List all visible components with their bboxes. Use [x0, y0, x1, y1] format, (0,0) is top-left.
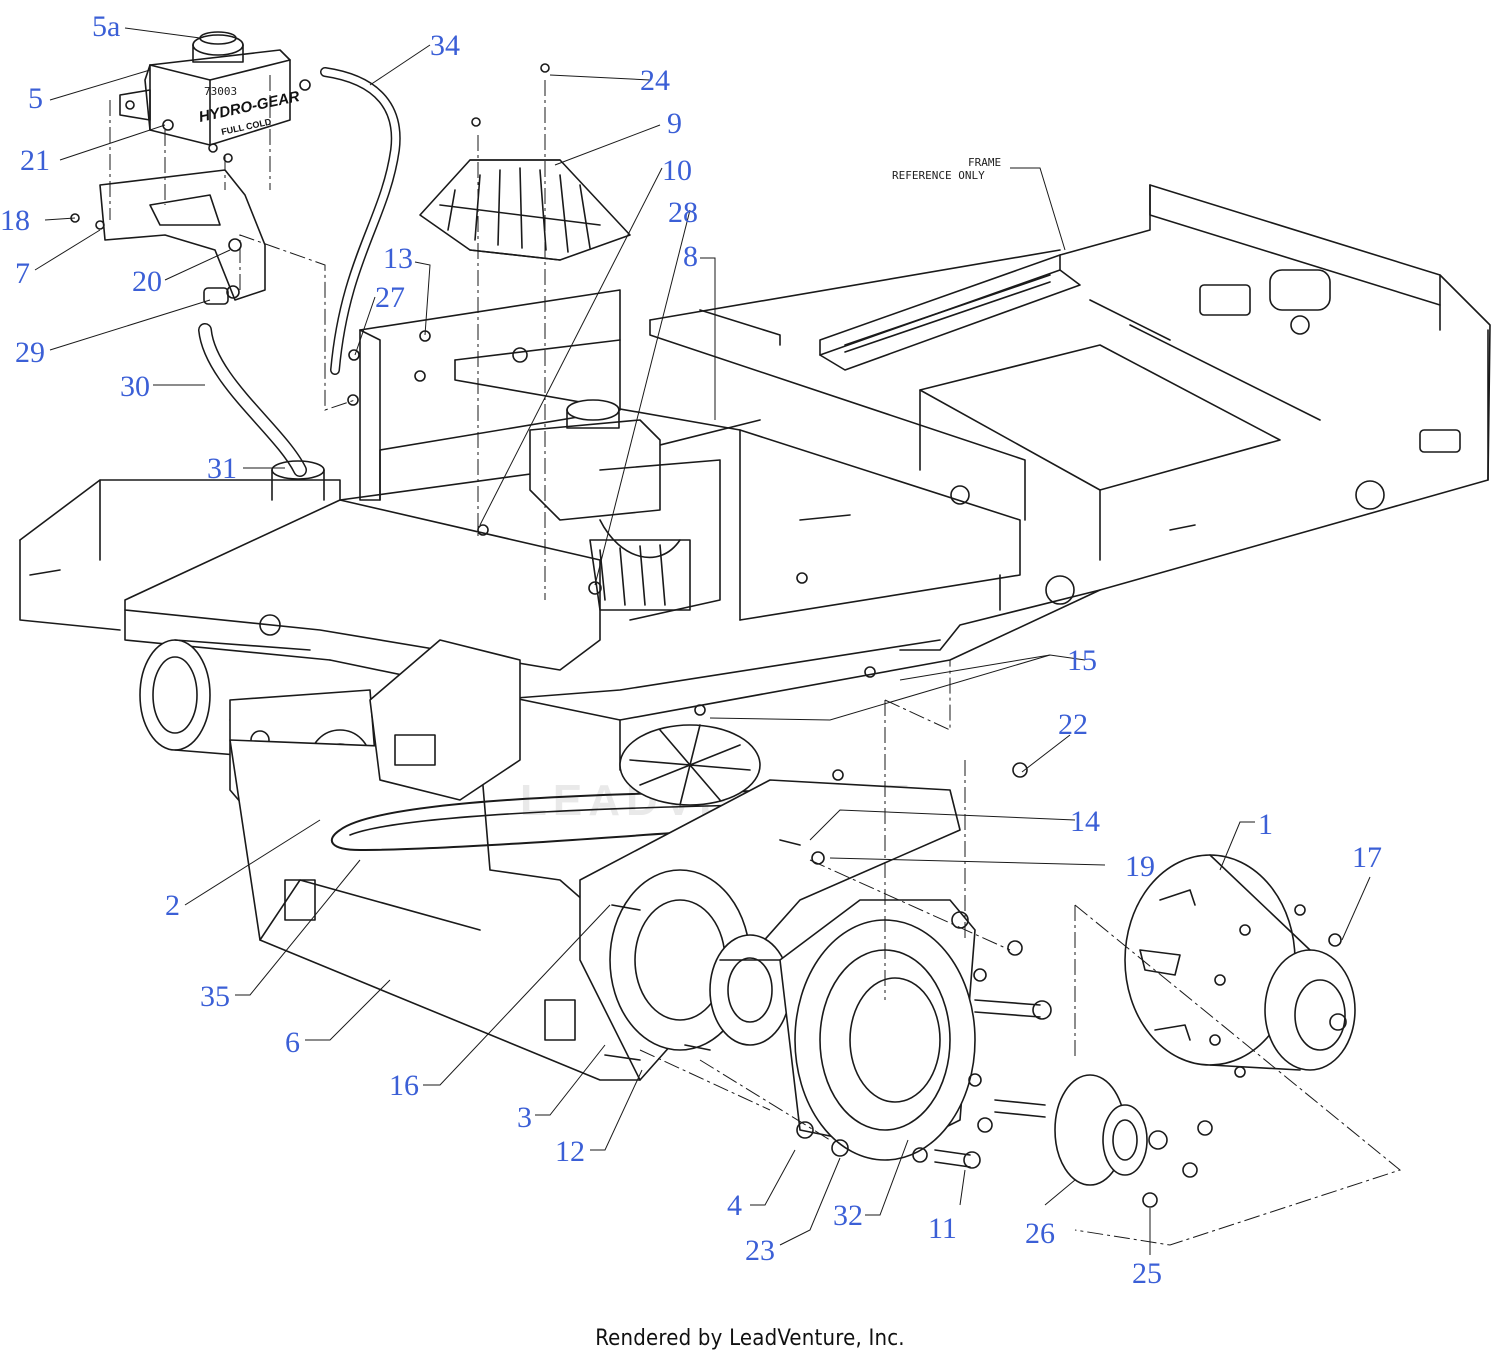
callout-7: 7 — [15, 257, 30, 290]
callout-25: 25 — [1132, 1257, 1162, 1290]
callout-30: 30 — [120, 370, 150, 403]
assembly-lines — [109, 75, 1402, 1246]
parts-diagram: LEADVENTURE — [0, 10, 1491, 1290]
callout-35: 35 — [200, 980, 230, 1013]
callout-21: 21 — [20, 144, 50, 177]
footer-credit: Rendered by LeadVenture, Inc. — [595, 1326, 905, 1351]
callout-1: 1 — [1258, 808, 1273, 841]
hub-housing — [779, 899, 976, 1161]
callout-3: 3 — [517, 1101, 532, 1134]
fasteners — [347, 63, 1342, 1208]
callout-22: 22 — [1058, 708, 1088, 741]
callout-4: 4 — [727, 1189, 742, 1222]
frame-note-line2: REFERENCE ONLY — [892, 169, 985, 182]
callout-6: 6 — [285, 1026, 300, 1059]
engine-shroud — [419, 159, 631, 261]
callout-17: 17 — [1352, 841, 1382, 874]
callout-12: 12 — [555, 1135, 585, 1168]
callout-34: 34 — [430, 29, 460, 62]
splined-hub — [1054, 1074, 1168, 1186]
callout-19: 19 — [1125, 850, 1155, 883]
cooling-fan — [619, 724, 761, 806]
callout-9: 9 — [667, 107, 682, 140]
callout-20: 20 — [132, 265, 162, 298]
reservoir-tank — [119, 31, 311, 153]
callout-16: 16 — [389, 1069, 419, 1102]
callout-18: 18 — [0, 204, 30, 237]
callout-13: 13 — [383, 242, 413, 275]
hoses — [198, 67, 401, 501]
main-plate — [229, 639, 641, 1081]
callout-23: 23 — [745, 1234, 775, 1267]
callout-8: 8 — [683, 240, 698, 273]
callout-10: 10 — [662, 154, 692, 187]
callout-31: 31 — [207, 452, 237, 485]
callout-26: 26 — [1025, 1217, 1055, 1250]
callout-5a: 5a — [92, 10, 120, 43]
callout-27: 27 — [375, 281, 405, 314]
frame-note-line1: FRAME — [968, 156, 1001, 169]
callout-2: 2 — [165, 889, 180, 922]
wheel-hub-drum — [1124, 854, 1356, 1071]
callouts: 5a 34 5 24 9 21 10 28 18 8 13 7 20 27 29… — [0, 10, 1382, 1290]
leader-lines — [34, 27, 1371, 1255]
callout-11: 11 — [928, 1212, 957, 1245]
callout-29: 29 — [15, 336, 45, 369]
callout-15: 15 — [1067, 644, 1097, 677]
tank-code: 73003 — [204, 85, 237, 98]
callout-14: 14 — [1070, 805, 1100, 838]
center-pump — [529, 399, 721, 621]
pulley-assembly — [579, 779, 961, 1081]
callout-32: 32 — [833, 1199, 863, 1232]
callout-5: 5 — [28, 82, 43, 115]
tank-bracket — [70, 153, 266, 305]
callout-28: 28 — [668, 196, 698, 229]
callout-24: 24 — [640, 64, 670, 97]
